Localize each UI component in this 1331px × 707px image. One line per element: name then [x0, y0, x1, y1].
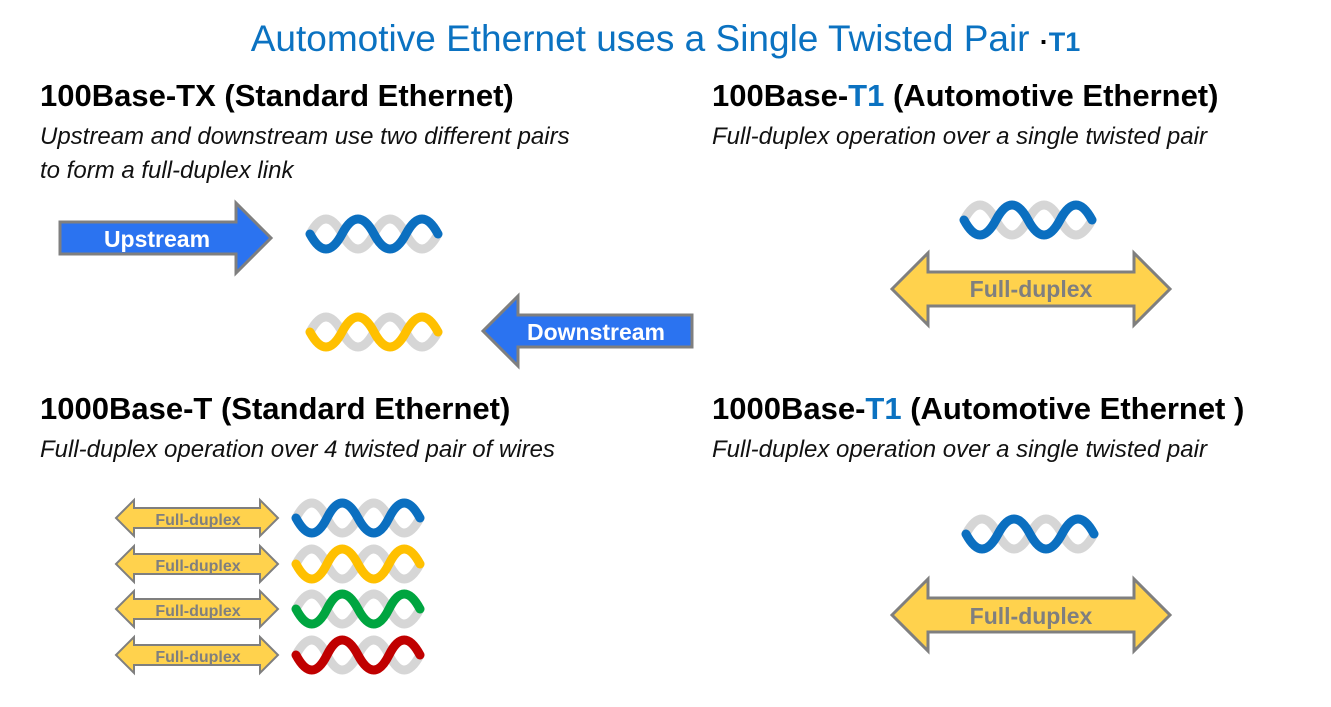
wire-yellow: [305, 312, 443, 352]
heading-1000base-t1: 1000Base-T1 (Automotive Ethernet ): [712, 391, 1245, 426]
desc-100base-tx-line1: Upstream and downstream use two differen…: [40, 123, 570, 150]
heading-100base-t1: 100Base-T1 (Automotive Ethernet): [712, 78, 1219, 113]
title-main: Automotive Ethernet uses a Single Twiste…: [250, 18, 1030, 59]
upstream-arrow: Upstream: [58, 199, 274, 277]
full-duplex-label: Full-duplex: [155, 603, 240, 620]
full-duplex-arrow-row-3: Full-duplex: [114, 588, 280, 630]
heading-1000base-t: 1000Base-T (Standard Ethernet): [40, 391, 511, 426]
wire-blue: [961, 514, 1099, 554]
twisted-pair-yellow-downstream: [305, 312, 443, 352]
desc-100base-t1: Full-duplex operation over a single twis…: [712, 123, 1207, 150]
full-duplex-arrow-row-2: Full-duplex: [114, 543, 280, 585]
full-duplex-label: Full-duplex: [155, 512, 240, 529]
full-duplex-arrow-row-4: Full-duplex: [114, 634, 280, 676]
full-duplex-label: Full-duplex: [155, 558, 240, 575]
wire-blue: [305, 214, 443, 254]
title-tag: ·T1: [1039, 27, 1081, 57]
heading-100base-tx: 100Base-TX (Standard Ethernet): [40, 78, 514, 113]
downstream-arrow: Downstream: [480, 292, 694, 370]
desc-1000base-t1: Full-duplex operation over a single twis…: [712, 436, 1207, 463]
upstream-label: Upstream: [104, 226, 210, 252]
full-duplex-arrow-row-1: Full-duplex: [114, 497, 280, 539]
downstream-label: Downstream: [527, 319, 665, 345]
full-duplex-label: Full-duplex: [155, 649, 240, 666]
page-title: Automotive Ethernet uses a Single Twiste…: [0, 18, 1331, 60]
twisted-pair-blue-1000base-t1: [961, 514, 1099, 554]
twisted-pair-yellow-2: [291, 544, 425, 584]
desc-1000base-t: Full-duplex operation over 4 twisted pai…: [40, 436, 555, 463]
desc-100base-tx-line2: to form a full-duplex link: [40, 157, 294, 184]
wire-blue: [959, 200, 1097, 240]
full-duplex-label: Full-duplex: [970, 603, 1093, 629]
full-duplex-label: Full-duplex: [970, 276, 1093, 302]
full-duplex-arrow-1000base-t1: Full-duplex: [889, 575, 1173, 655]
twisted-pair-green-3: [291, 589, 425, 629]
twisted-pair-blue-1: [291, 498, 425, 538]
twisted-pair-blue-100base-t1: [959, 200, 1097, 240]
full-duplex-arrow-100base-t1: Full-duplex: [889, 249, 1173, 329]
twisted-pair-blue-upstream: [305, 214, 443, 254]
twisted-pair-red-4: [291, 635, 425, 675]
